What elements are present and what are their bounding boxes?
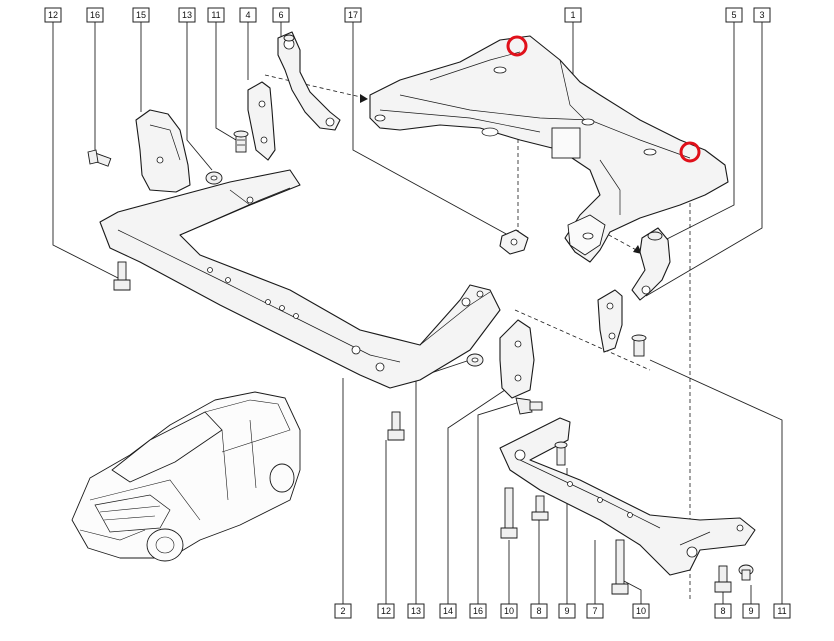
leader-lines [52, 22, 783, 604]
svg-text:10: 10 [636, 606, 646, 616]
bolt-16-bottom [515, 397, 543, 415]
washer-17 [499, 229, 529, 255]
callout-bottom-10b: 10 [632, 603, 650, 619]
svg-text:4: 4 [245, 10, 250, 20]
svg-text:8: 8 [720, 606, 725, 616]
callout-bottom-16: 16 [469, 603, 487, 619]
bolt-16-top [87, 149, 112, 167]
svg-text:17: 17 [348, 10, 358, 20]
callout-bottom-9a: 9 [558, 603, 576, 619]
highlight-marker-right [679, 141, 701, 163]
svg-text:3: 3 [759, 10, 764, 20]
callout-top-4: 4 [239, 7, 257, 23]
nut-9-lower-right [738, 564, 754, 581]
svg-text:9: 9 [564, 606, 569, 616]
svg-text:8: 8 [536, 606, 541, 616]
callout-bottom-2: 2 [334, 603, 352, 619]
subframe-assembly [369, 35, 729, 263]
callout-bottom-9b: 9 [742, 603, 760, 619]
callout-top-13: 13 [178, 7, 196, 23]
bolt-10-lower-left [500, 487, 518, 539]
link-arm-5 [631, 227, 671, 301]
callout-top-17: 17 [344, 7, 362, 23]
car-wheel-front [146, 528, 184, 562]
svg-text:13: 13 [411, 606, 421, 616]
subframe-bracket [551, 127, 581, 159]
bolt-12-bottom [387, 411, 405, 441]
bracket-plate-14 [499, 319, 535, 399]
callout-top-12: 12 [44, 7, 62, 23]
callout-bottom-8a: 8 [530, 603, 548, 619]
cover-plate-15 [135, 109, 191, 193]
svg-text:12: 12 [48, 10, 58, 20]
svg-text:11: 11 [777, 606, 786, 616]
bolt-8-lower-left [531, 495, 549, 521]
svg-text:6: 6 [278, 10, 283, 20]
subframe-body [369, 35, 729, 263]
svg-text:13: 13 [182, 10, 192, 20]
svg-text:10: 10 [504, 606, 514, 616]
callout-bottom-12: 12 [377, 603, 395, 619]
car-body [71, 391, 301, 559]
callout-bottom-13: 13 [407, 603, 425, 619]
callout-bottom-11: 11 [773, 603, 791, 619]
callouts-bottom: 2 12 13 14 16 10 8 9 [334, 603, 791, 619]
nut-13-bottom [466, 353, 484, 367]
svg-text:2: 2 [340, 606, 345, 616]
svg-text:1: 1 [570, 10, 575, 20]
svg-text:15: 15 [136, 10, 146, 20]
svg-text:5: 5 [731, 10, 736, 20]
car-wheel-rear [269, 463, 295, 493]
callout-top-15: 15 [132, 7, 150, 23]
svg-text:7: 7 [592, 606, 597, 616]
callout-bottom-14: 14 [439, 603, 457, 619]
bolt-8-lower-right [714, 565, 732, 593]
callouts-top: 12 16 15 13 11 4 6 17 [44, 7, 771, 23]
callout-top-11: 11 [207, 7, 225, 23]
callout-top-1: 1 [564, 7, 582, 23]
bolt-9-lower-left [554, 441, 568, 466]
crossmember-2 [99, 169, 501, 389]
callout-top-5: 5 [725, 7, 743, 23]
bolt-11-right [631, 334, 647, 357]
callout-top-16: 16 [86, 7, 104, 23]
svg-text:16: 16 [473, 606, 483, 616]
link-arm-6 [277, 31, 341, 131]
crossmember-7 [499, 417, 756, 576]
svg-text:16: 16 [90, 10, 100, 20]
callout-bottom-10a: 10 [500, 603, 518, 619]
bracket-plate-4 [247, 81, 276, 161]
svg-text:9: 9 [748, 606, 753, 616]
callout-top-3: 3 [753, 7, 771, 23]
highlight-marker-left [506, 35, 528, 57]
bolt-11-top [233, 130, 249, 153]
bolt-12-top [113, 261, 131, 291]
nut-13-top [205, 171, 223, 185]
svg-text:12: 12 [381, 606, 391, 616]
car-thumbnail [71, 391, 301, 562]
callout-bottom-8b: 8 [714, 603, 732, 619]
callout-top-6: 6 [272, 7, 290, 23]
svg-text:11: 11 [211, 10, 220, 20]
bolt-10-lower-right [611, 539, 629, 595]
callout-bottom-7: 7 [586, 603, 604, 619]
svg-text:14: 14 [443, 606, 453, 616]
bracket-plate-3 [597, 289, 623, 353]
